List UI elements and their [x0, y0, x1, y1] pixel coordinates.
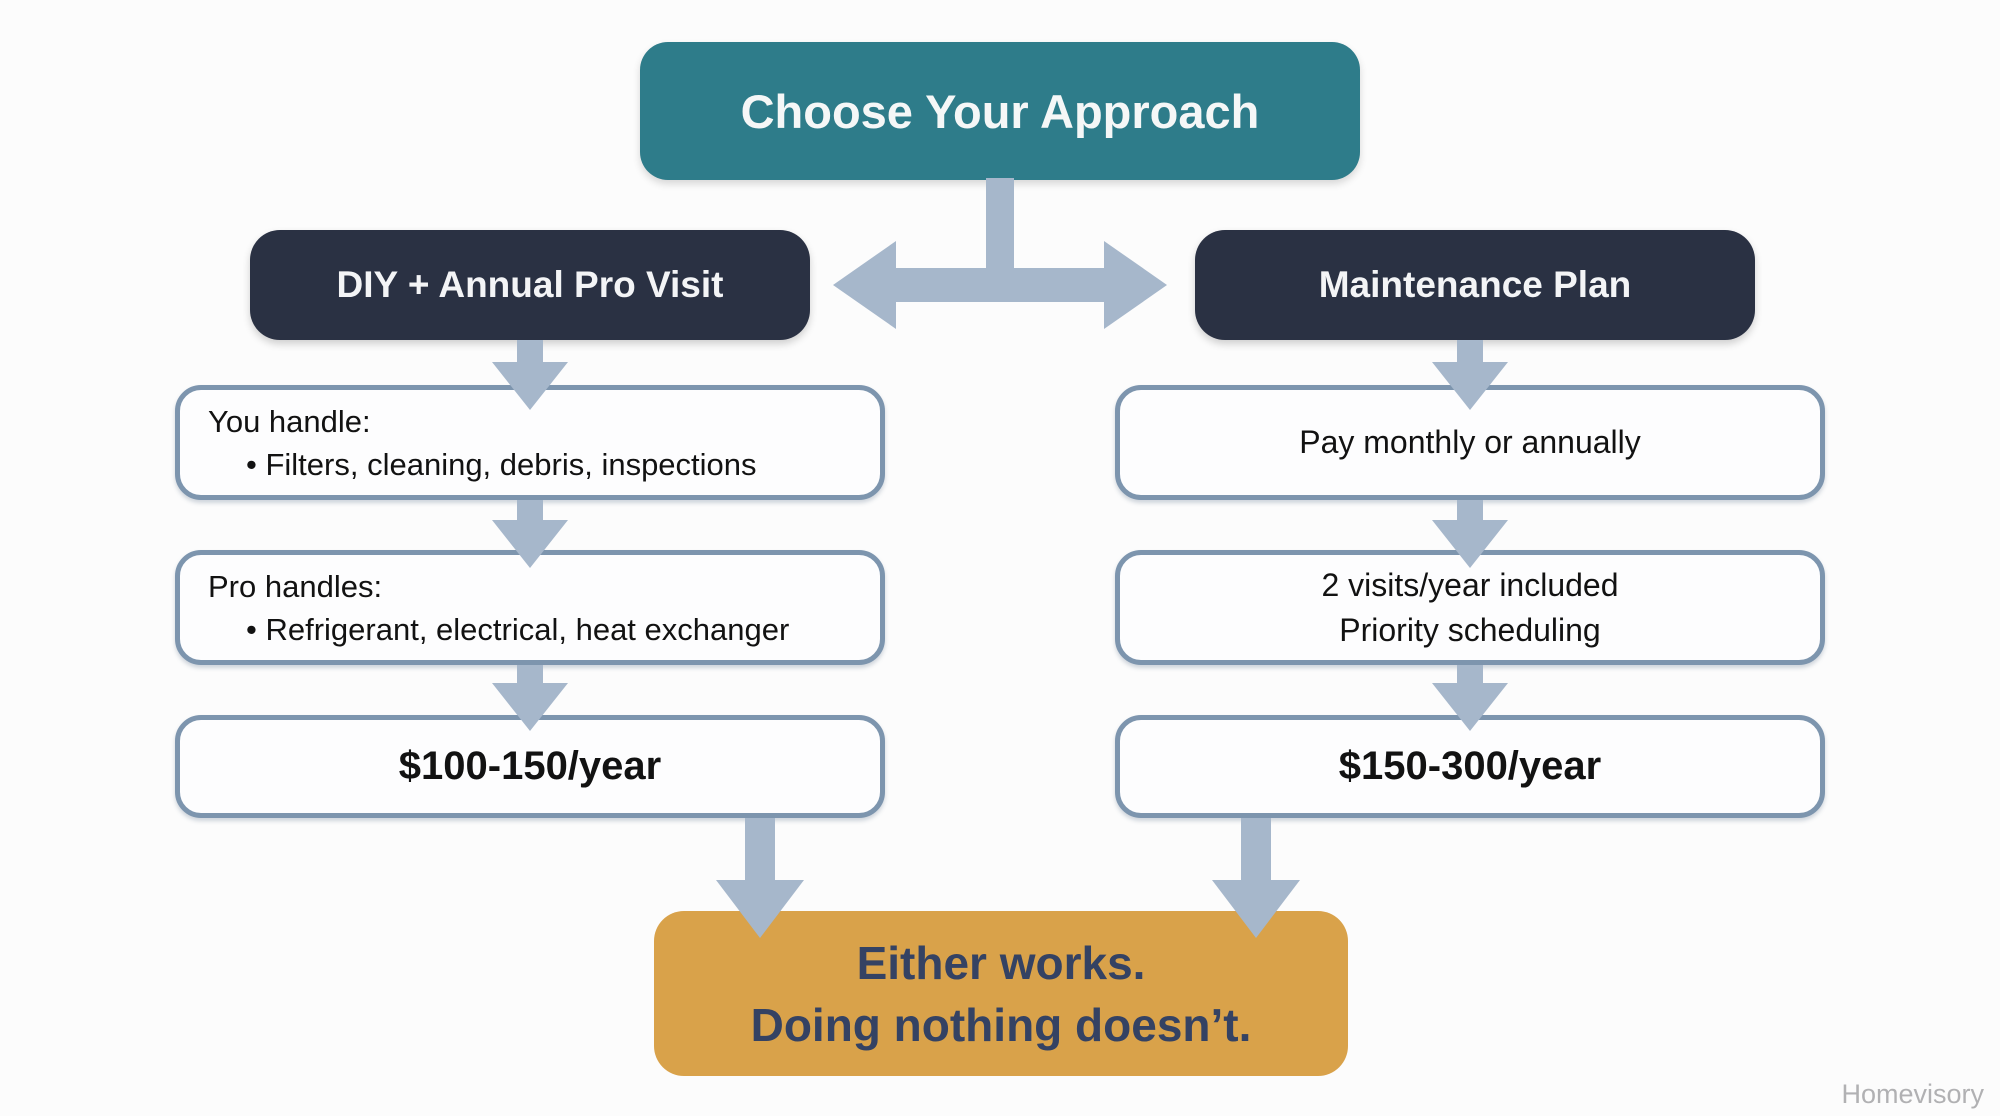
step-line: 2 visits/year included — [1321, 566, 1619, 603]
split-arrow-left-head — [833, 241, 896, 329]
cost-label: $150-300/year — [1338, 744, 1602, 788]
step-heading: You handle: — [208, 403, 371, 439]
watermark-homevisory: Homevisory — [1841, 1079, 1984, 1109]
conclusion-line: Doing nothing doesn’t. — [750, 998, 1252, 1051]
step-heading: Pro handles: — [208, 568, 383, 604]
conclusion-line: Either works. — [856, 936, 1146, 989]
branch-header-diy: DIY + Annual Pro Visit — [250, 230, 810, 340]
split-arrow-icon — [833, 178, 1167, 329]
split-arrow-stem — [986, 178, 1014, 296]
arrow-stem — [1457, 340, 1483, 366]
arrow-stem — [745, 818, 775, 884]
conclusion-box: Either works. Doing nothing doesn’t. — [654, 911, 1348, 1076]
step-box-you-handle: You handle: • Filters, cleaning, debris,… — [175, 385, 885, 500]
step-box-visits-included: 2 visits/year included Priority scheduli… — [1115, 550, 1825, 665]
arrow-stem — [1241, 818, 1271, 884]
branch-header-label: Maintenance Plan — [1318, 264, 1632, 305]
step-line: Priority scheduling — [1339, 611, 1601, 648]
step-bullet-item: • Filters, cleaning, debris, inspections — [246, 446, 757, 482]
split-arrow-right-head — [1104, 241, 1167, 329]
split-arrow-bar — [893, 268, 1107, 302]
cost-label: $100-150/year — [398, 744, 662, 788]
arrow-stem — [517, 340, 543, 366]
step-box-pro-handles: Pro handles: • Refrigerant, electrical, … — [175, 550, 885, 665]
arrow-stem — [1457, 665, 1483, 691]
title-box: Choose Your Approach — [640, 42, 1360, 180]
branch-header-label: DIY + Annual Pro Visit — [336, 264, 724, 305]
step-bullet-item: • Refrigerant, electrical, heat exchange… — [246, 611, 790, 647]
branch-header-maintenance-plan: Maintenance Plan — [1195, 230, 1755, 340]
cost-box-maintenance-plan: $150-300/year — [1115, 715, 1825, 818]
arrow-stem — [517, 500, 543, 526]
arrow-stem — [1457, 500, 1483, 526]
cost-box-diy: $100-150/year — [175, 715, 885, 818]
step-box-pay-monthly: Pay monthly or annually — [1115, 385, 1825, 500]
page-title: Choose Your Approach — [740, 84, 1260, 138]
arrow-stem — [517, 665, 543, 691]
step-line: Pay monthly or annually — [1299, 424, 1641, 460]
